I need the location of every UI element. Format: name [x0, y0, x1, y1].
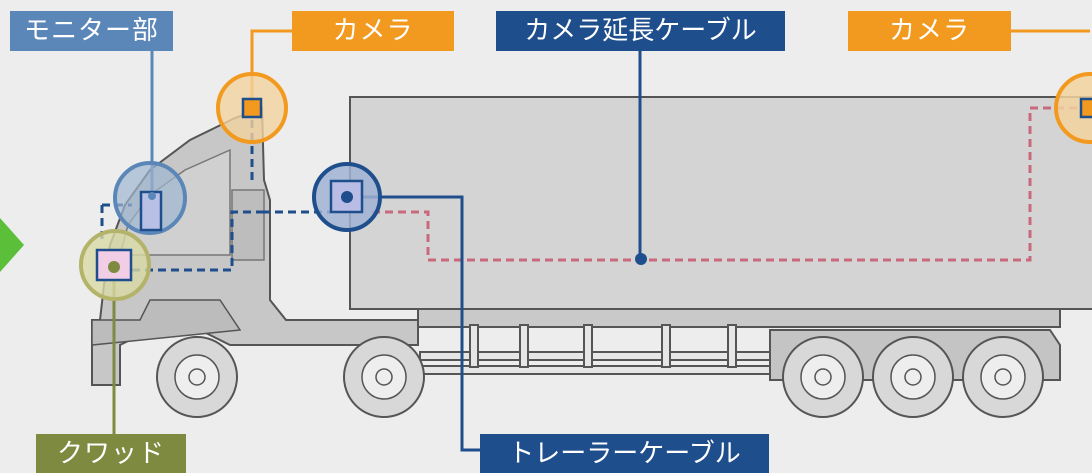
extension-cable-label: カメラ延長ケーブル: [496, 11, 785, 51]
quad-callout: [79, 229, 151, 301]
quad-label: クワッド: [36, 434, 186, 473]
trailer-wiring-dashed: [372, 106, 1086, 262]
monitor-label: モニター部: [10, 11, 173, 51]
camera-cab-label: カメラ: [292, 11, 454, 51]
trailer-frame: [417, 308, 1061, 328]
camera-rear-callout: [1054, 72, 1092, 144]
wheel-icon: [872, 336, 954, 418]
wheel-icon: [782, 336, 864, 418]
wheel-icon: [156, 336, 238, 418]
camera-cab-callout: [216, 72, 288, 144]
camera-rear-label: カメラ: [848, 11, 1011, 51]
cab-roof-fairing: [231, 189, 265, 261]
play-arrow-icon: [0, 218, 24, 272]
monitor-callout: [113, 161, 187, 235]
wheel-icon: [343, 336, 425, 418]
cab-bumper: [91, 299, 242, 346]
trailer-cable-label: トレーラーケーブル: [480, 434, 769, 473]
trailer-box: [349, 96, 1092, 310]
extension-cable-dot: [635, 253, 647, 265]
trailer-connector-callout: [312, 162, 382, 232]
trailer-side-rails: [419, 324, 771, 375]
wheel-icon: [962, 336, 1044, 418]
